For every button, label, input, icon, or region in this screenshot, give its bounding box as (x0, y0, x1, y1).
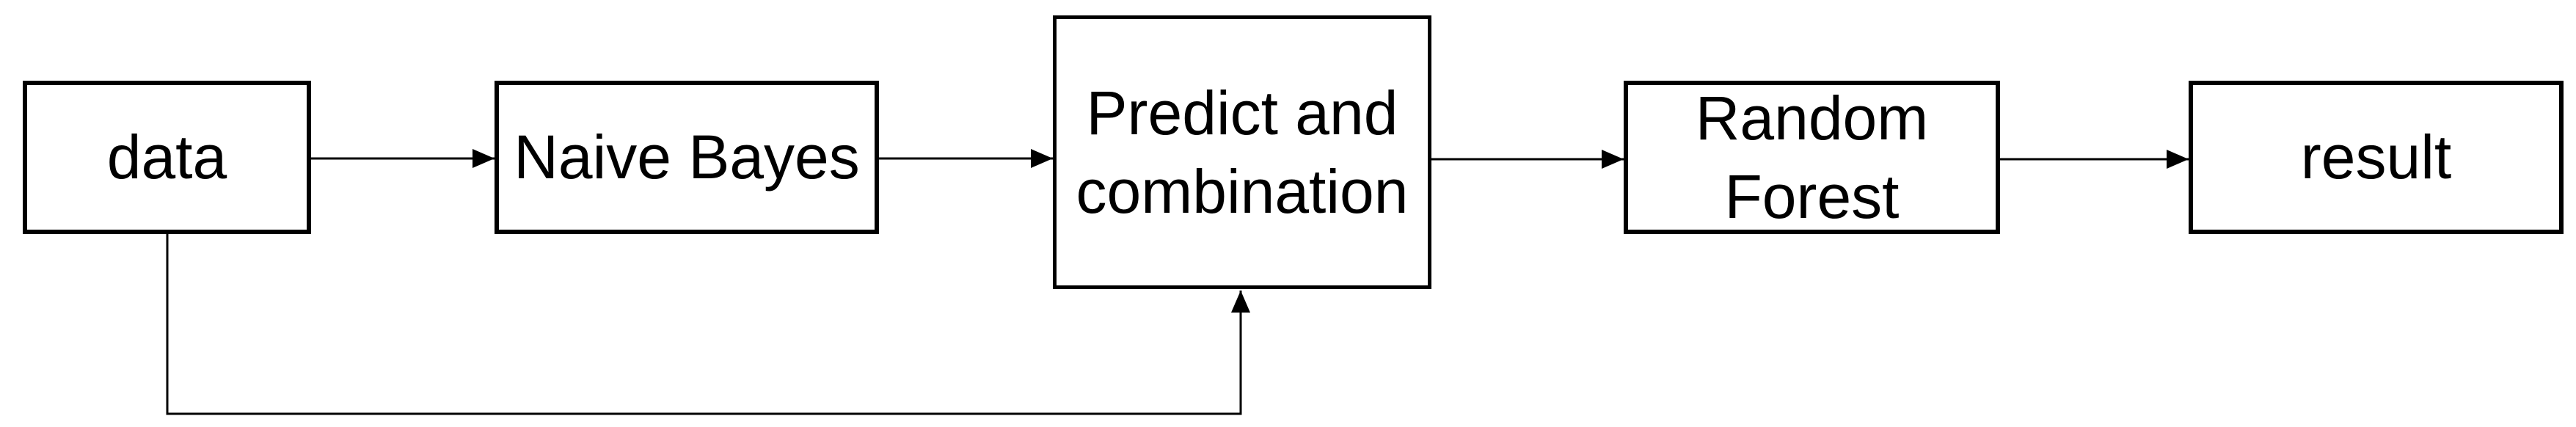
node-predict-and-combination: Predict and combination (1053, 15, 1431, 289)
node-random-forest: Random Forest (1624, 81, 2000, 234)
node-label: result (2300, 123, 2452, 191)
node-data: data (23, 81, 311, 234)
node-result: result (2189, 81, 2564, 234)
node-label: Forest (1724, 161, 1900, 231)
edge-data-bypass-to-predict (166, 233, 1250, 415)
node-label: combination (1076, 156, 1409, 226)
node-label: Predict and (1086, 78, 1398, 147)
node-naive-bayes: Naive Bayes (495, 81, 879, 234)
node-label: Random (1695, 83, 1929, 153)
node-label: Naive Bayes (514, 123, 860, 191)
node-label: data (106, 123, 227, 191)
